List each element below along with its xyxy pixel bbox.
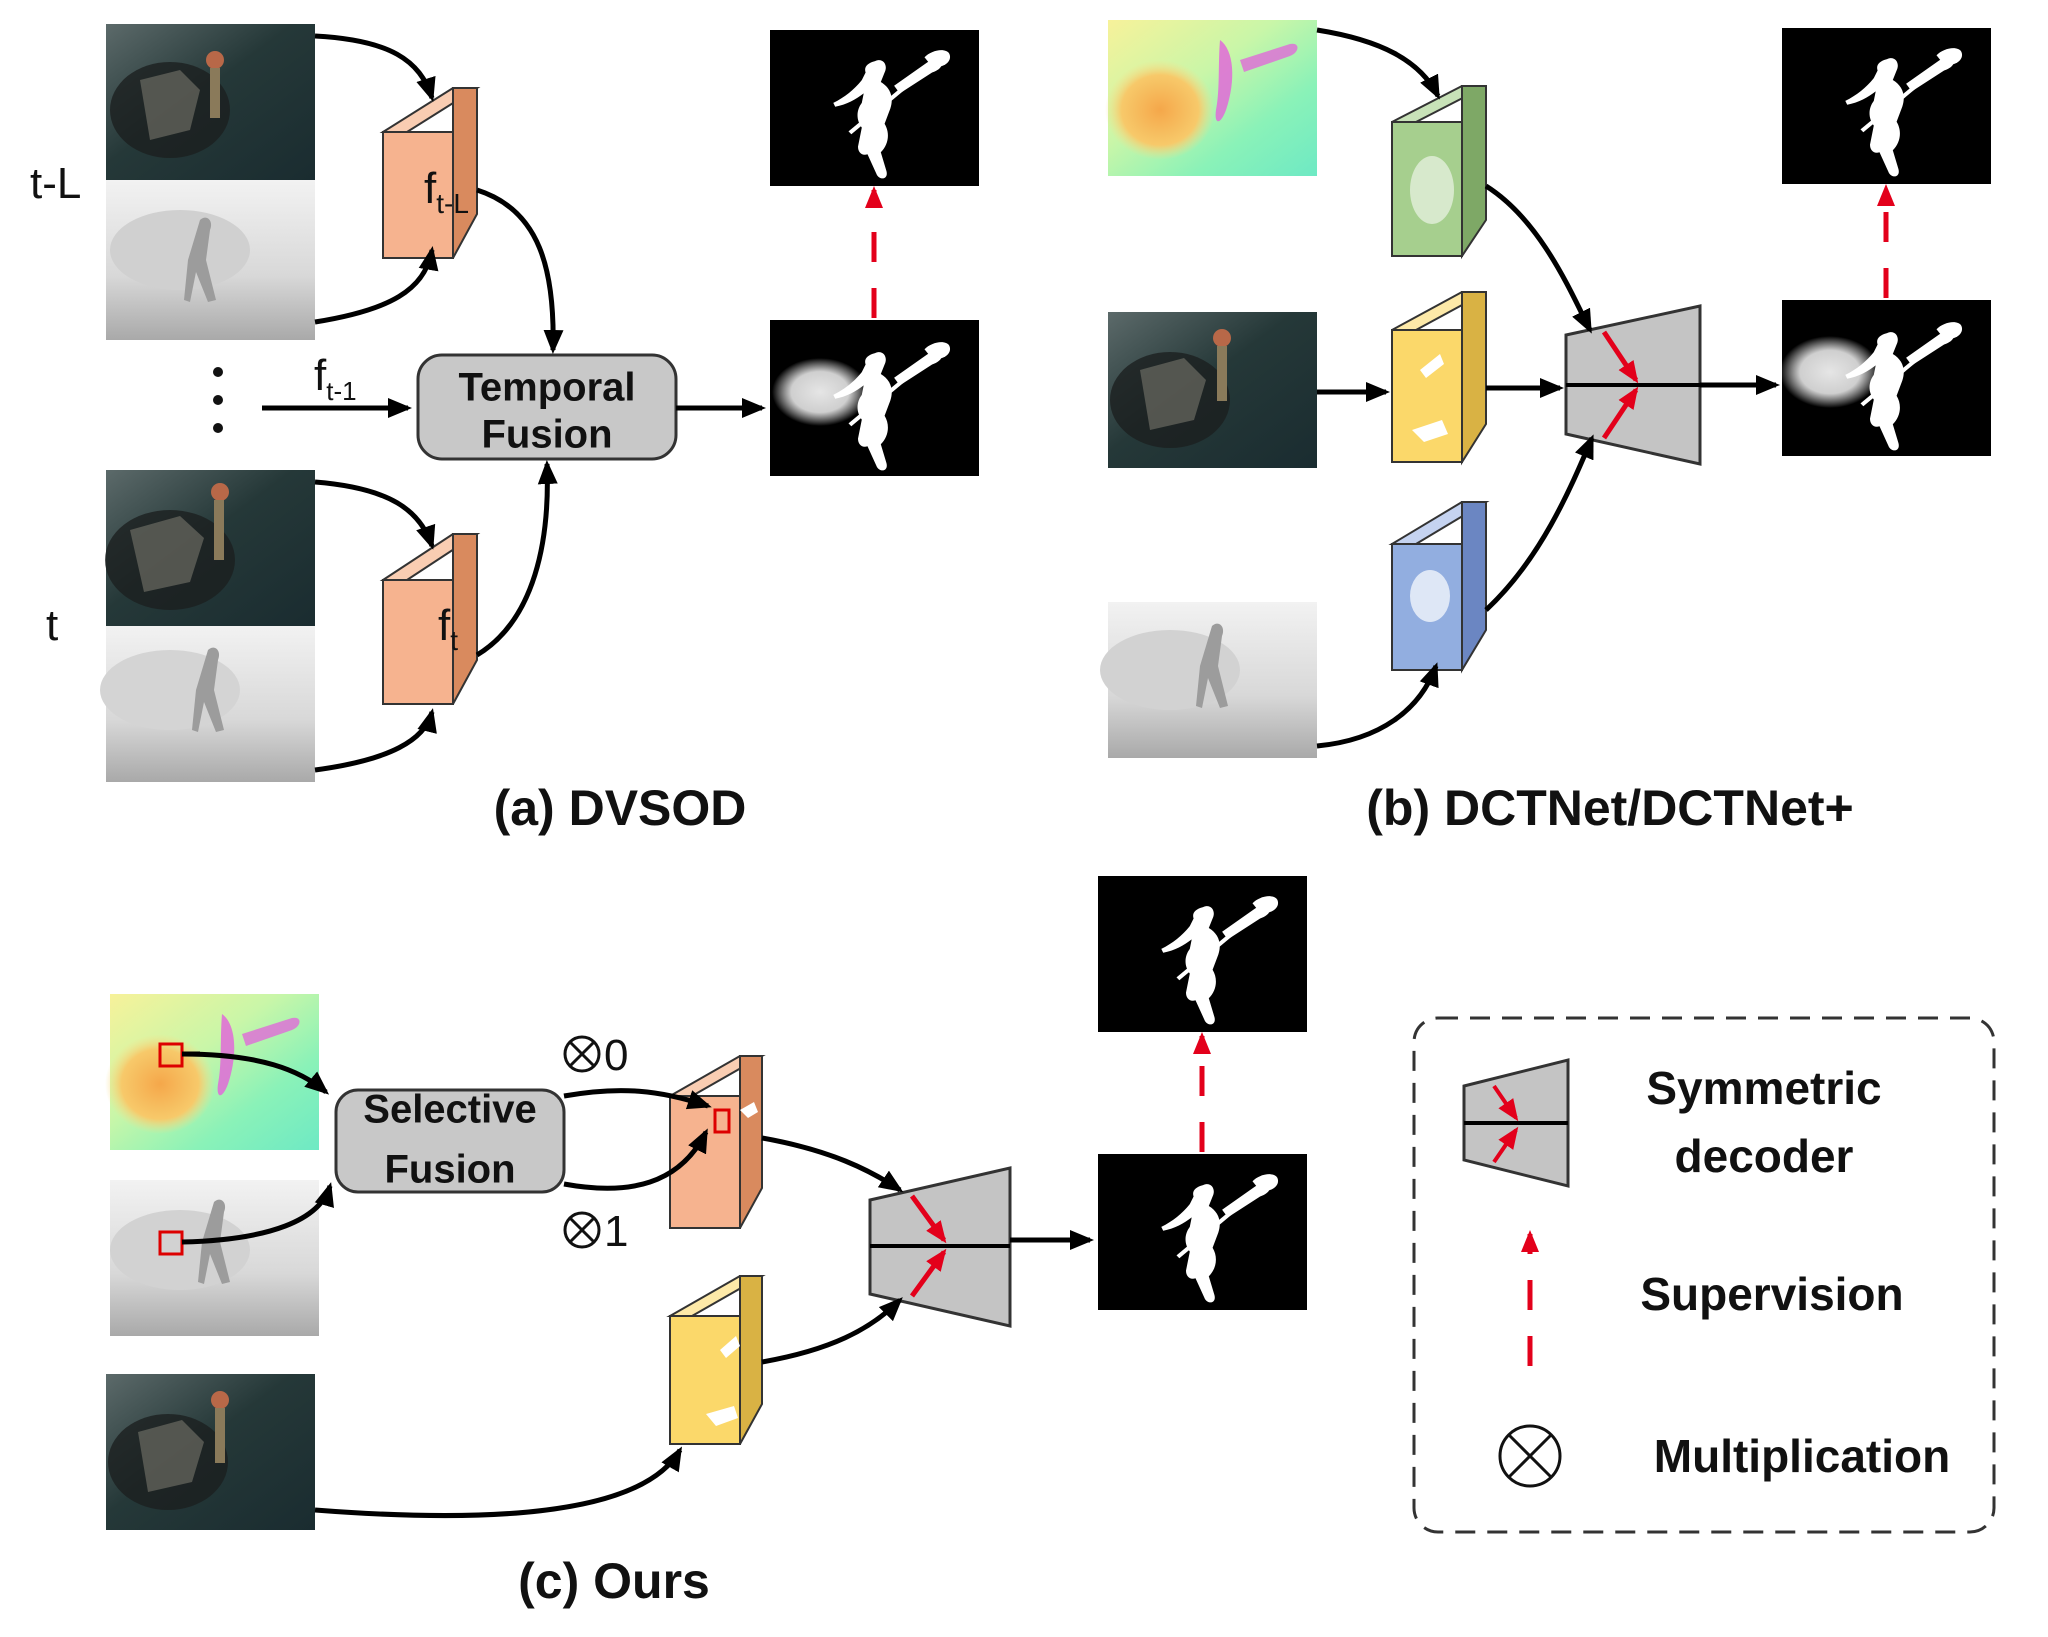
legend-decoder-line2: decoder — [1675, 1130, 1854, 1182]
legend-supervision-label: Supervision — [1640, 1268, 1903, 1320]
arrow-rgbfeat-to-decoder-c — [761, 1297, 903, 1365]
arrow-flow-to-feature — [1316, 27, 1441, 100]
caption-c: (c) Ours — [518, 1553, 710, 1609]
feature-block-flow — [1391, 85, 1487, 260]
temporal-fusion-line2: Fusion — [481, 413, 612, 457]
selective-fusion-line1: Selective — [363, 1088, 536, 1132]
feature-block-t: ft — [379, 533, 481, 705]
legend: Symmetric decoder Supervision Multiplica… — [1412, 1016, 1996, 1534]
optical-flow-b — [1105, 20, 1317, 176]
rgb-frame-c — [106, 1374, 315, 1530]
mult-one: 1 — [563, 1207, 628, 1256]
arrow-depth-to-feature-t — [314, 708, 437, 773]
arrow-depth-to-feature — [1316, 662, 1439, 749]
feature-block-rgb — [1391, 291, 1487, 466]
arrow-feature-t-to-fusion — [475, 460, 558, 658]
row-label-t-L: t-L — [30, 159, 81, 208]
feature-block-t-L: ft-L — [379, 87, 481, 259]
panel-a: t-L t — [30, 24, 979, 836]
caption-b: (b) DCTNet/DCTNet+ — [1366, 780, 1853, 836]
arrow-depth-to-fusion — [181, 1182, 334, 1245]
arrow-flowfeat-to-decoder — [1484, 183, 1593, 334]
feature-label-t-L: ft-L — [424, 164, 469, 219]
temporal-fusion-line1: Temporal — [458, 366, 635, 410]
depth-frame-b — [1100, 602, 1317, 758]
optical-flow-c — [105, 994, 319, 1150]
depth-frame-t-L — [106, 180, 315, 340]
legend-multiplication-icon — [1498, 1424, 1562, 1488]
symmetric-decoder-b — [1564, 304, 1702, 466]
arrow-feature-t-L-to-fusion — [476, 187, 564, 354]
prev-feature-label: ft-1 — [314, 351, 357, 406]
panel-c: Selective Fusion 0 1 — [105, 876, 1307, 1609]
ground-truth-c — [1098, 876, 1307, 1032]
prediction-map-a — [770, 320, 979, 476]
arrow-fusion-to-feature-1 — [563, 1128, 709, 1191]
arrow-depthfeat-to-decoder — [1484, 434, 1595, 612]
svg-text:0: 0 — [604, 1031, 628, 1080]
ellipsis-dots — [213, 367, 223, 433]
legend-multiplication-label: Multiplication — [1654, 1430, 1950, 1482]
rgb-frame-t — [105, 470, 315, 626]
ground-truth-a — [770, 30, 979, 186]
arrow-rgb-to-feature-t — [314, 479, 436, 550]
symmetric-decoder-c — [868, 1166, 1012, 1328]
selective-fusion-box: Selective Fusion — [334, 1088, 566, 1194]
selective-fusion-line2: Fusion — [384, 1148, 515, 1192]
feature-block-rgb-c — [666, 1275, 766, 1445]
rgb-frame-b — [1108, 312, 1317, 468]
arrow-fused-to-decoder — [761, 1135, 904, 1193]
feature-block-fused — [666, 1055, 766, 1229]
feature-block-depth — [1388, 501, 1490, 674]
legend-decoder-line1: Symmetric — [1646, 1062, 1881, 1114]
ground-truth-b — [1782, 28, 1991, 184]
row-label-t: t — [46, 601, 58, 650]
panel-b: (b) DCTNet/DCTNet+ — [1100, 20, 1991, 836]
arrow-flow-to-fusion — [181, 1051, 330, 1095]
mult-zero: 0 — [563, 1031, 628, 1080]
svg-text:1: 1 — [604, 1207, 628, 1256]
depth-frame-c — [110, 1180, 319, 1336]
arrow-rgb-to-feature-t-L — [314, 33, 436, 102]
temporal-fusion-box: Temporal Fusion — [416, 353, 678, 461]
prediction-map-c — [1098, 1154, 1307, 1310]
arrow-depth-to-feature-t-L — [314, 246, 439, 325]
arrow-rgb-to-feature-c — [314, 1446, 683, 1519]
legend-decoder-icon — [1462, 1058, 1570, 1188]
rgb-frame-t-L — [106, 24, 315, 180]
arrow-fusion-to-feature-0 — [563, 1088, 712, 1110]
depth-frame-t — [100, 626, 315, 782]
prediction-map-b — [1780, 300, 1991, 456]
caption-a: (a) DVSOD — [494, 780, 747, 836]
feature-label-t: ft — [438, 601, 458, 656]
